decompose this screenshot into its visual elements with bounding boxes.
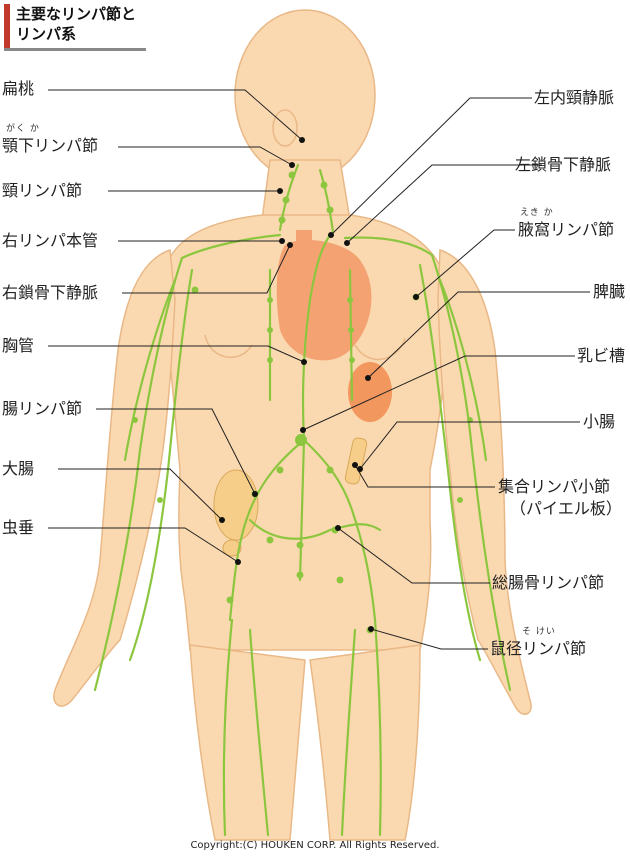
copyright-notice: Copyright:(C) HOUKEN CORP. All Rights Re… <box>190 840 440 851</box>
title-accent-bar <box>4 4 10 48</box>
label-peyer-patches: 集合リンパ小節 <box>498 477 611 496</box>
ruby-submandibular: がく か <box>6 124 40 134</box>
label-spleen: 脾臓 <box>593 282 626 301</box>
label-right-lymph-duct: 右リンパ本管 <box>2 231 99 250</box>
small-intestine-shape <box>344 437 368 485</box>
title-text: 主要なリンパ節と リンパ系 <box>16 4 136 44</box>
title-line-2: リンパ系 <box>16 25 77 43</box>
title-underline <box>4 48 146 51</box>
heart-shape <box>276 230 372 361</box>
diagram-title: 主要なリンパ節と リンパ系 <box>4 4 146 51</box>
spleen-shape <box>348 362 392 422</box>
label-iliac-node: 総腸骨リンパ節 <box>492 573 605 592</box>
leader-dots <box>219 137 419 632</box>
lymph-vessels <box>93 163 512 837</box>
label-peyer-patches-paren: （パイエル板） <box>510 499 622 518</box>
label-thoracic-duct: 胸管 <box>2 336 35 355</box>
label-cisterna-chyli: 乳ビ槽 <box>577 346 626 365</box>
label-inguinal-node: 鼠径リンパ節 <box>490 639 587 658</box>
label-appendix: 虫垂 <box>2 518 35 537</box>
label-left-jugular-vein: 左内頸静脈 <box>534 88 615 107</box>
label-small-intestine: 小腸 <box>583 412 616 431</box>
body-silhouette <box>53 9 532 841</box>
leader-lines <box>48 89 590 650</box>
label-axillary-node: 腋窩リンパ節 <box>518 220 615 239</box>
title-line-1: 主要なリンパ節と <box>16 5 137 23</box>
lymph-nodes <box>132 171 473 634</box>
ruby-axillary: えき か <box>520 208 554 218</box>
label-tonsil: 扁桃 <box>2 79 35 98</box>
label-cervical-node: 頸リンパ節 <box>2 181 83 200</box>
label-submandibular-node: 顎下リンパ節 <box>2 136 99 155</box>
large-intestine-shape <box>213 469 259 557</box>
label-large-intestine: 大腸 <box>2 459 35 478</box>
label-mesenteric-node: 腸リンパ節 <box>2 399 83 418</box>
ruby-inguinal: そ けい <box>522 627 556 637</box>
label-left-subclavian-vein: 左鎖骨下静脈 <box>515 155 612 174</box>
label-right-subclavian-vein: 右鎖骨下静脈 <box>2 283 99 302</box>
